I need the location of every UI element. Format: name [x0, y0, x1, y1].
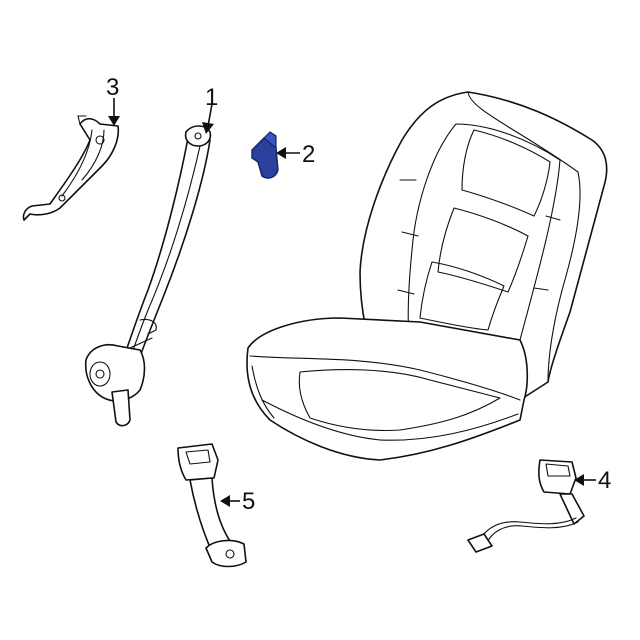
callout-5-arrowhead: [220, 495, 230, 507]
part-3-anchor-plate: [22, 115, 120, 221]
seat-frame-seam: [397, 179, 561, 295]
callout-1: 1: [202, 84, 218, 134]
anchor-plate-tab: [77, 115, 87, 125]
callout-5-number: 5: [242, 488, 255, 515]
retractor-mount-bracket: [111, 389, 131, 427]
seat-illustration: [246, 91, 608, 461]
seat-back-window-lower: [419, 261, 505, 331]
harness-buckle-slot: [545, 463, 571, 477]
bracket-flange-highlighted: [263, 131, 277, 150]
callout-4-arrowhead: [574, 474, 584, 486]
seat-cushion: [246, 317, 529, 461]
retractor-housing: [84, 344, 146, 402]
callout-4: 4: [574, 467, 611, 494]
callout-3-number: 3: [106, 74, 119, 101]
anchor-plate-body: [22, 117, 120, 221]
belt-upper-anchor: [184, 125, 212, 147]
wire-harness-second: [485, 521, 579, 545]
anchor-plate-ridge: [61, 129, 105, 197]
callout-3: 3: [106, 74, 120, 126]
part-2-belt-guide-bracket: [251, 131, 279, 179]
harness-buckle-head: [538, 459, 577, 495]
buckle-head: [177, 443, 219, 481]
harness-buckle-base: [559, 493, 585, 525]
callout-4-number: 4: [598, 467, 611, 494]
part-5-seat-belt-buckle: [177, 443, 247, 568]
seat-cushion-panel: [298, 369, 501, 432]
callout-5: 5: [220, 488, 255, 515]
callout-1-arrowhead: [202, 122, 214, 134]
seat-back-side-edge: [547, 171, 581, 383]
part-4-buckle-with-harness: [467, 459, 585, 553]
callout-2: 2: [276, 141, 315, 168]
wire-harness: [479, 517, 577, 541]
seat-back-window-middle: [437, 207, 529, 293]
retractor-spool-hub: [95, 369, 105, 379]
belt-webbing: [115, 132, 211, 385]
callout-1-number: 1: [205, 84, 218, 111]
callout-1-leader: [207, 103, 213, 127]
callout-2-number: 2: [302, 141, 315, 168]
anchor-plate-hole-lower: [58, 194, 66, 202]
harness-connector: [467, 533, 493, 553]
seat-cushion-lower-edge: [261, 399, 519, 441]
anchor-plate-hole: [95, 135, 105, 145]
callout-3-arrowhead: [108, 116, 120, 126]
seat-cushion-top-surface: [249, 355, 521, 401]
part-1-seat-belt-retractor: [84, 125, 212, 427]
buckle-slot: [185, 449, 211, 465]
seat-back-window-upper: [461, 129, 551, 217]
callout-2-arrowhead: [276, 147, 286, 159]
buckle-mount-hole: [225, 549, 235, 559]
retractor-spool: [89, 361, 111, 387]
seat-cushion-front-lip: [251, 365, 275, 419]
belt-upper-anchor-hole: [194, 132, 202, 140]
retractor-guide: [129, 318, 157, 349]
